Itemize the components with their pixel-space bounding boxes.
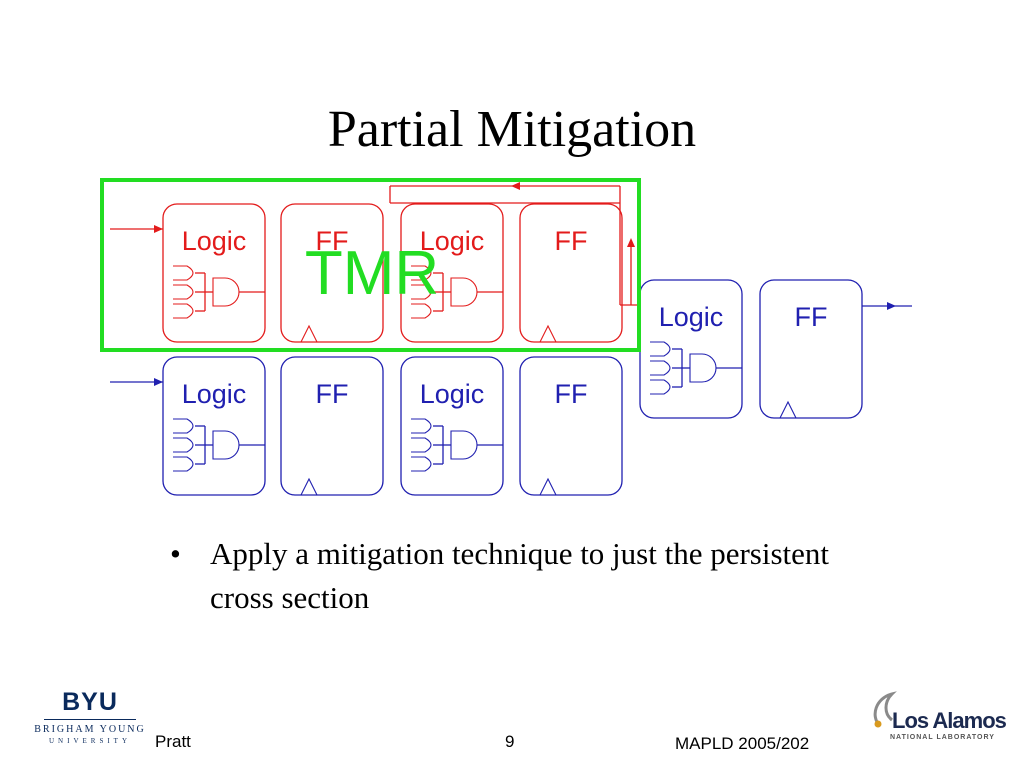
bottom-row-logic-2-box	[400, 356, 504, 496]
output-stage-logic-0: Logic	[639, 279, 743, 419]
tmr-overlay-label: TMR	[305, 239, 439, 308]
bottom-row-logic-0-box	[162, 356, 266, 496]
top-row-logic-2-label: Logic	[420, 226, 485, 256]
and-gate-icon	[450, 430, 478, 460]
input-gate-icon	[650, 379, 671, 395]
input-gate-icon	[411, 284, 432, 300]
bottom-row-ff-3: FF	[519, 356, 623, 496]
top-input-arrowhead-icon	[154, 225, 163, 233]
byu-logo-abbr: BYU	[62, 688, 118, 716]
bullet-marker: •	[170, 536, 181, 571]
input-gate-icon	[411, 418, 432, 434]
output-stage-ff-1-box	[759, 279, 863, 419]
slide-title: Partial Mitigation	[327, 101, 697, 158]
los-alamos-logo-name: Los Alamos	[892, 708, 1007, 733]
clock-input-icon	[300, 477, 318, 496]
input-gate-icon	[173, 437, 194, 453]
bullet-list: • Apply a mitigation technique to just t…	[170, 532, 870, 620]
top-row-ff-3-label: FF	[555, 226, 588, 256]
clock-input-icon	[779, 400, 797, 419]
output-arrowhead-icon	[887, 302, 896, 310]
clock-input-icon	[300, 324, 318, 343]
bottom-row-logic-0-label: Logic	[182, 379, 247, 409]
and-gate-icon	[212, 430, 240, 460]
input-gate-icon	[411, 265, 432, 281]
los-alamos-logo: Los Alamos NATIONAL LABORATORY	[866, 690, 1007, 750]
output-stage-logic-0-label: Logic	[659, 302, 724, 332]
byu-logo: BYU BRIGHAM YOUNG UNIVERSITY	[30, 688, 150, 745]
bottom-row-logic-2: Logic	[400, 356, 504, 496]
footer-page-number: 9	[505, 732, 515, 751]
input-gate-icon	[173, 303, 194, 319]
output-stage-ff-1-label: FF	[795, 302, 828, 332]
top-row-ff-1: FF	[280, 203, 384, 343]
footer-author: Pratt	[155, 732, 191, 751]
los-alamos-mark-icon	[873, 691, 897, 728]
clock-input-icon	[539, 477, 557, 496]
byu-logo-name: BRIGHAM YOUNG	[34, 724, 146, 735]
bottom-row-logic-0: Logic	[162, 356, 266, 496]
input-gate-icon	[650, 341, 671, 357]
los-alamos-logo-sub: NATIONAL LABORATORY	[890, 734, 995, 741]
bottom-row-ff-3-label: FF	[555, 379, 588, 409]
bottom-row-ff-1: FF	[280, 356, 384, 496]
input-gate-icon	[173, 456, 194, 472]
input-gate-icon	[411, 437, 432, 453]
input-gate-icon	[173, 265, 194, 281]
input-gate-icon	[650, 360, 671, 376]
byu-logo-rule	[44, 719, 136, 720]
top-row-ff-3-box	[519, 203, 623, 343]
input-gate-icon	[173, 418, 194, 434]
top-row-logic-0-label: Logic	[182, 226, 247, 256]
feedback-up-arrowhead-icon	[627, 238, 635, 247]
top-row-ff-1-box	[280, 203, 384, 343]
and-gate-icon	[689, 353, 717, 383]
top-row-logic-0-box	[162, 203, 266, 343]
output-stage-logic-0-box	[639, 279, 743, 419]
top-row-logic-0: Logic	[162, 203, 266, 343]
clock-input-icon	[539, 324, 557, 343]
tmr-highlight-box	[100, 178, 641, 352]
top-row-ff-1-label: FF	[316, 226, 349, 256]
top-row-logic-2-box	[400, 203, 504, 343]
and-gate-icon	[450, 277, 478, 307]
input-gate-icon	[411, 303, 432, 319]
bottom-row-logic-2-label: Logic	[420, 379, 485, 409]
input-gate-icon	[411, 456, 432, 472]
and-gate-icon	[212, 277, 240, 307]
top-row-logic-2: Logic	[400, 203, 504, 343]
top-row-ff-3: FF	[519, 203, 623, 343]
bottom-input-arrowhead-icon	[154, 378, 163, 386]
input-gate-icon	[173, 284, 194, 300]
footer-conference: MAPLD 2005/202	[675, 734, 810, 753]
output-stage-ff-1: FF	[759, 279, 863, 419]
bottom-row-ff-1-box	[280, 356, 384, 496]
bottom-row-ff-3-box	[519, 356, 623, 496]
bullet-item: Apply a mitigation technique to just the…	[210, 536, 830, 615]
byu-logo-sub: UNIVERSITY	[49, 737, 131, 745]
bottom-row-ff-1-label: FF	[316, 379, 349, 409]
